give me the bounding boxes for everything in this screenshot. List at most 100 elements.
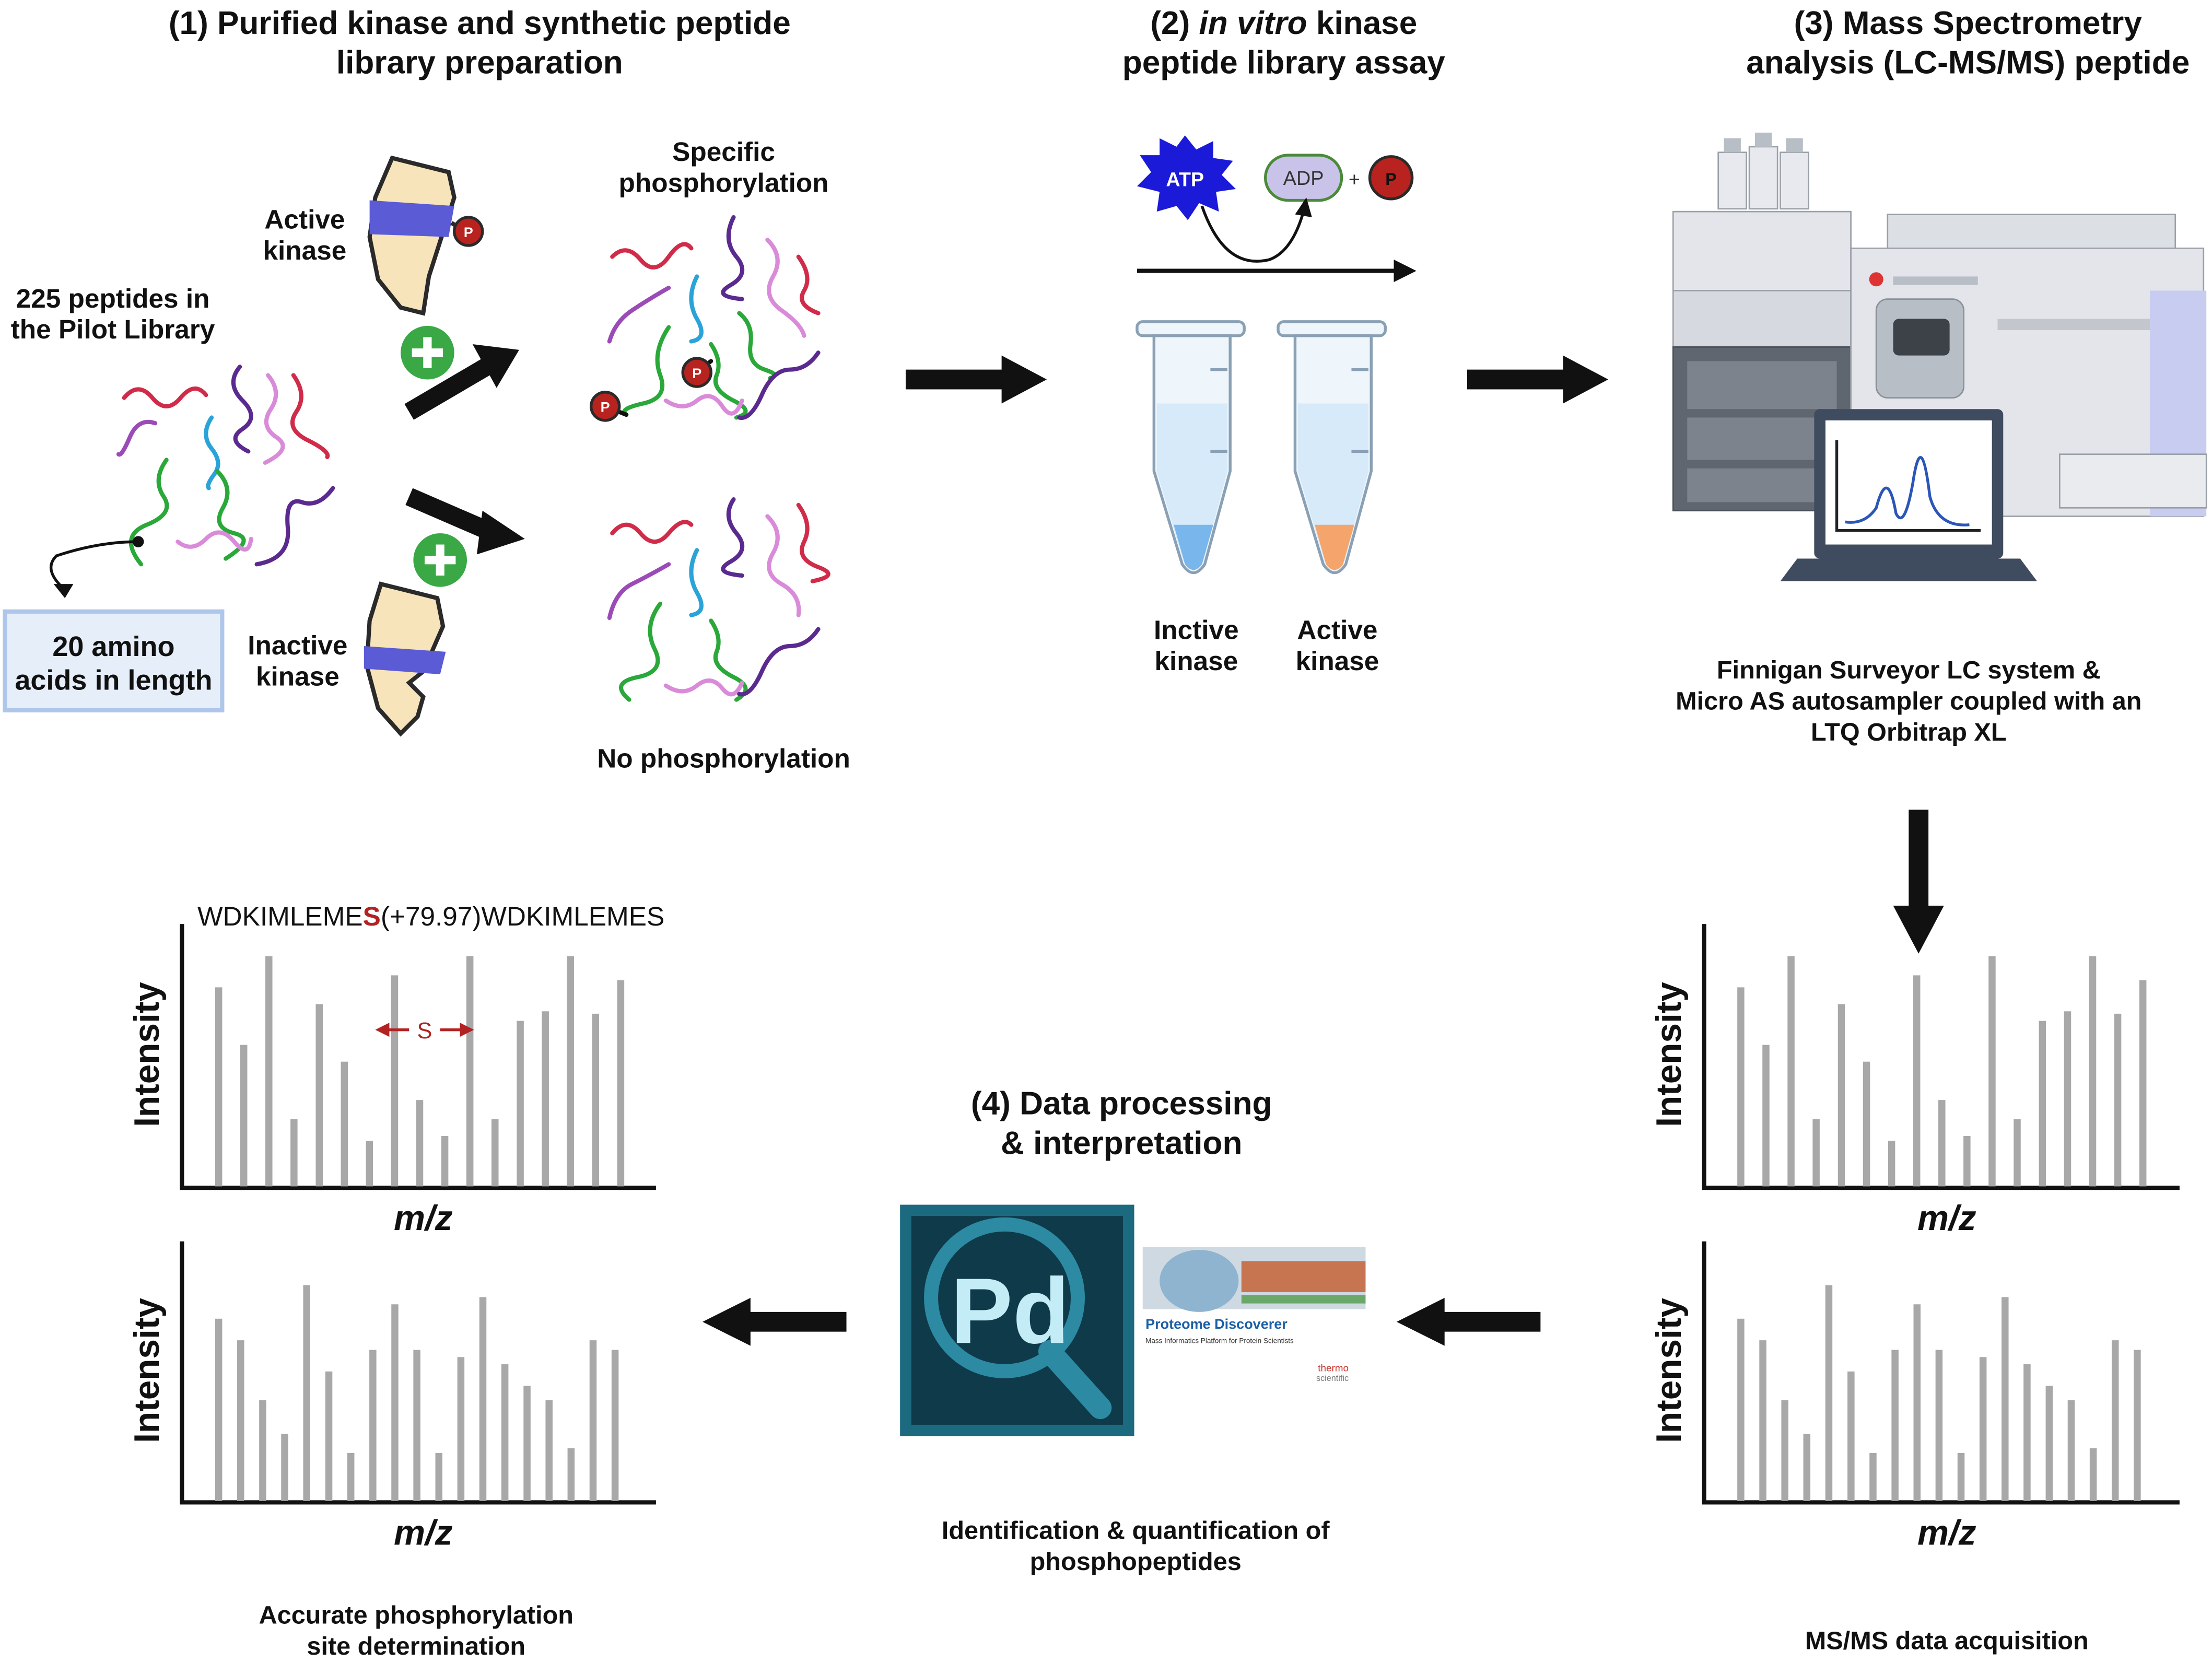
peak-right-top-4: [1812, 1119, 1820, 1187]
plus-icon-active: [401, 325, 454, 380]
flow-arrow-to-results: [703, 1297, 847, 1346]
peak-left-top-8: [391, 975, 399, 1187]
peak-left-bottom-13: [479, 1297, 487, 1501]
svg-text:ADP: ADP: [1283, 168, 1324, 190]
peak-right-top-2: [1762, 1045, 1770, 1187]
peak-left-top-7: [366, 1141, 373, 1187]
peak-right-top-14: [2064, 1011, 2071, 1187]
proteome-discoverer-banner: Proteome Discoverer Mass Informatics Pla…: [1142, 1247, 1366, 1383]
length-box: 20 amino acids in length: [3, 609, 225, 712]
phospho-group-1: P: [589, 391, 621, 422]
peak-right-top-9: [1938, 1100, 1946, 1187]
step4-title: (4) Data processing & interpretation: [970, 1084, 1272, 1161]
identification-caption: Identification & quantification of phosp…: [941, 1516, 1330, 1576]
neutral-loss-arrow: S: [375, 1018, 474, 1044]
peak-left-bottom-14: [501, 1364, 509, 1501]
step2-title: (2) in vitro kinase peptide library assa…: [1122, 4, 1445, 80]
peak-right-top-17: [2139, 980, 2147, 1187]
peak-left-bottom-12: [457, 1357, 465, 1501]
peak-left-bottom-10: [413, 1350, 420, 1501]
instrument-caption: Finnigan Surveyor LC system & Micro AS a…: [1676, 655, 2142, 746]
peak-left-top-14: [542, 1011, 549, 1187]
peak-right-bottom-16: [2067, 1400, 2075, 1501]
x-label-left-top: m/z: [393, 1199, 453, 1239]
peak-right-bottom-2: [1759, 1340, 1766, 1501]
peak-left-top-15: [567, 956, 574, 1187]
peak-left-bottom-11: [435, 1453, 443, 1501]
peak-right-top-5: [1838, 1004, 1845, 1187]
peak-right-top-10: [1963, 1136, 1971, 1187]
peak-left-top-13: [517, 1021, 524, 1187]
phospho-group-2: P: [681, 357, 712, 388]
peak-right-bottom-9: [1913, 1304, 1921, 1501]
peak-right-top-6: [1863, 1061, 1870, 1187]
atp-star-icon: ATP: [1137, 135, 1236, 220]
svg-text:P: P: [692, 366, 701, 381]
peak-left-bottom-8: [369, 1350, 377, 1501]
site-determination-caption: Accurate phosphorylation site determinat…: [259, 1601, 574, 1660]
peak-left-top-1: [215, 987, 223, 1187]
peak-right-top-8: [1913, 975, 1921, 1187]
flow-arrow-to-step4: [1396, 1297, 1541, 1346]
peak-right-bottom-14: [2023, 1364, 2031, 1501]
peak-left-bottom-16: [545, 1400, 553, 1501]
svg-text:scientific: scientific: [1316, 1374, 1349, 1383]
peak-right-bottom-7: [1869, 1453, 1877, 1501]
peak-left-bottom-17: [567, 1448, 575, 1501]
peak-right-bottom-17: [2089, 1448, 2097, 1501]
arrow-to-phosphorylated: [404, 344, 519, 420]
lc-ms-instrument-icon: [1672, 132, 2207, 581]
peak-left-bottom-7: [347, 1453, 355, 1501]
no-phosphorylation-label: No phosphorylation: [597, 745, 850, 775]
peak-left-top-6: [341, 1061, 348, 1187]
x-label-left-bottom: m/z: [393, 1514, 453, 1553]
pd-logo-icon: Pd: [900, 1204, 1134, 1436]
plus-icon-inactive: [413, 533, 467, 587]
peak-left-top-5: [315, 1004, 323, 1187]
peak-left-top-3: [265, 956, 273, 1187]
peak-left-bottom-15: [523, 1386, 531, 1501]
peak-left-bottom-4: [281, 1434, 288, 1501]
peak-left-top-11: [466, 956, 474, 1187]
peak-right-bottom-19: [2134, 1350, 2141, 1501]
peak-right-bottom-6: [1847, 1371, 1855, 1501]
flow-arrow-3-down: [1893, 810, 1944, 954]
peak-left-bottom-9: [391, 1304, 399, 1501]
peak-left-top-2: [240, 1045, 248, 1187]
tube-inactive-kinase: [1136, 320, 1246, 575]
peak-right-top-11: [1988, 956, 1996, 1187]
active-kinase-label: Active kinase: [263, 206, 347, 267]
peak-right-bottom-15: [2045, 1386, 2053, 1501]
tube1-label: Inctive kinase: [1154, 616, 1239, 677]
svg-text:P: P: [464, 225, 473, 240]
step3-title: (3) Mass Spectrometry analysis (LC-MS/MS…: [1746, 4, 2190, 80]
peak-right-top-16: [2114, 1013, 2122, 1187]
peak-left-top-4: [290, 1119, 298, 1187]
svg-text:ATP: ATP: [1166, 169, 1204, 191]
peak-left-top-12: [491, 1119, 499, 1187]
peak-left-bottom-3: [259, 1400, 266, 1501]
library-label: 225 peptides in the Pilot Library: [10, 285, 215, 346]
adp-icon: ADP: [1264, 154, 1343, 202]
peak-right-top-12: [2014, 1119, 2021, 1187]
phospho-site: S: [362, 903, 381, 933]
svg-text:thermo: thermo: [1318, 1363, 1349, 1374]
peak-right-bottom-3: [1781, 1400, 1788, 1501]
peak-left-bottom-19: [611, 1350, 619, 1501]
peak-right-bottom-11: [1957, 1453, 1965, 1501]
svg-text:P: P: [601, 400, 610, 415]
peak-left-top-16: [592, 1013, 600, 1187]
peak-left-bottom-2: [237, 1340, 244, 1501]
peak-left-bottom-1: [215, 1318, 223, 1501]
arrow-to-unphosphorylated: [405, 488, 525, 555]
peak-right-top-3: [1787, 956, 1795, 1187]
peak-left-top-17: [617, 980, 625, 1187]
step1-title: (1) Purified kinase and synthetic peptid…: [168, 4, 791, 80]
unphosphorylated-peptides-icon: [607, 497, 830, 702]
peak-right-top-1: [1737, 987, 1745, 1187]
peak-right-top-15: [2089, 956, 2097, 1187]
peak-right-bottom-5: [1825, 1285, 1833, 1501]
svg-text:Pd: Pd: [951, 1259, 1070, 1363]
peak-right-bottom-10: [1935, 1350, 1943, 1501]
acquisition-caption: MS/MS data acquisition: [1805, 1626, 2089, 1655]
